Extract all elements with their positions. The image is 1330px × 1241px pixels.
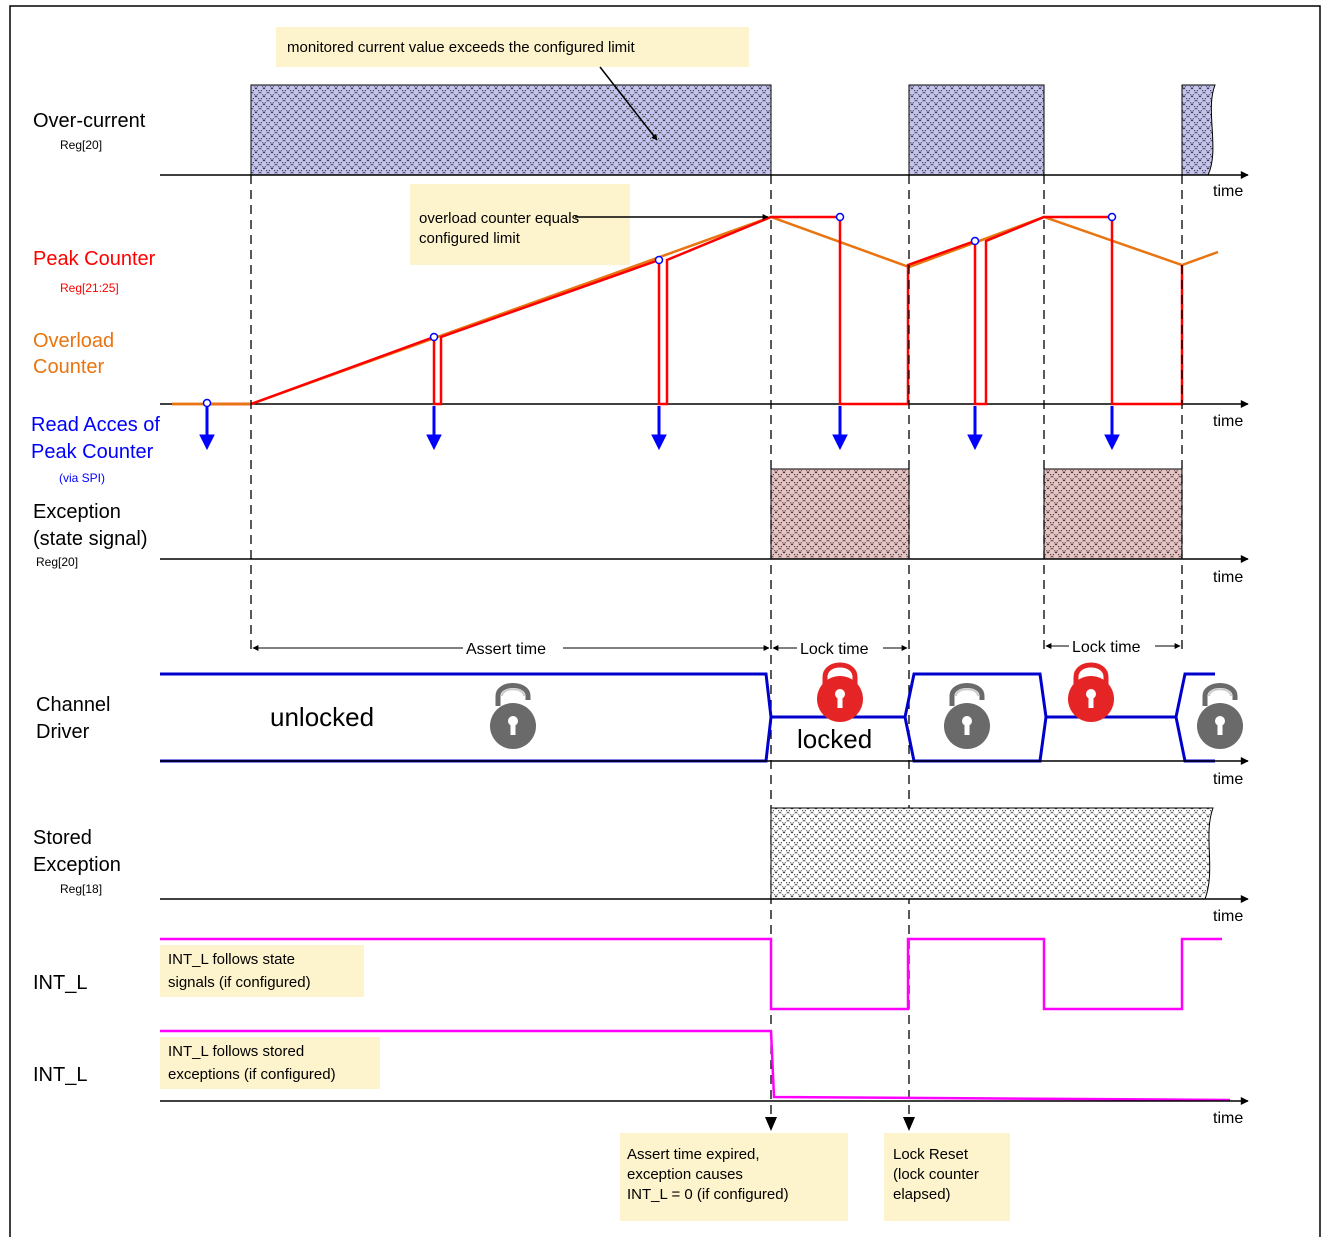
arrow-down-icon [1104, 406, 1120, 451]
state-unlocked: unlocked [270, 702, 374, 732]
read-access-label-2: Peak Counter [31, 441, 154, 463]
note-overcurrent-limit-bg [276, 27, 749, 67]
padlock-open-icon [490, 683, 536, 749]
exception-pulse-2 [1043, 468, 1183, 560]
note-int-state-1: INT_L follows state [168, 951, 295, 968]
peak-counter-label: Peak Counter [33, 248, 156, 270]
int-stored-signal [160, 1029, 1231, 1102]
assert-time-label-bg [463, 638, 563, 658]
padlock-open-icon [944, 683, 990, 749]
exception-label-2: (state signal) [33, 528, 148, 550]
note-lock-reset-3: elapsed) [893, 1186, 951, 1203]
note-assert-expired-1: Assert time expired, [627, 1146, 760, 1163]
note-assert-expired-2: exception causes [627, 1166, 743, 1183]
arrow-down-icon [832, 406, 848, 451]
exception-label-1: Exception [33, 501, 121, 523]
stored-exception-pulse [770, 807, 1214, 900]
read-point [429, 332, 439, 342]
read-point [202, 398, 212, 408]
channel-driver-label-1: Channel [36, 694, 111, 716]
int-state-label: INT_L [33, 972, 87, 994]
stored-exception-label-1: Stored [33, 827, 92, 849]
lock-reset-arrowhead [903, 1117, 915, 1131]
frame [9, 5, 1321, 1237]
state-locked: locked [797, 724, 872, 754]
note-overload-limit-bg [410, 184, 630, 265]
arrow-down-icon [651, 406, 667, 451]
overcurrent-pulse-1 [250, 84, 772, 176]
lock-time-label-2-bg [1069, 636, 1155, 656]
time-label-5: time [1213, 908, 1243, 925]
arrow-down-icon [967, 406, 983, 451]
time-label-2: time [1213, 413, 1243, 430]
time-label-6: time [1213, 1110, 1243, 1127]
note-int-state-bg [160, 945, 364, 997]
read-point [654, 255, 664, 265]
padlock-closed-icon [817, 662, 863, 722]
read-point [970, 236, 980, 246]
lock-time-label-2: Lock time [1072, 639, 1141, 656]
overcurrent-pulse-2 [908, 84, 1045, 176]
note-int-stored-bg [160, 1037, 380, 1089]
int-state-signal [160, 937, 1222, 1011]
note-assert-expired-3: INT_L = 0 (if configured) [627, 1186, 789, 1203]
lock-time-label-1-bg [797, 638, 883, 658]
note-assert-expired-bg [620, 1133, 848, 1221]
read-point [835, 212, 845, 222]
assert-time-label: Assert time [466, 641, 546, 658]
overload-counter-label-1: Overload [33, 330, 114, 352]
padlock-open-icon [1197, 683, 1243, 749]
time-markers [250, 175, 1183, 1125]
read-access-label-1: Read Acces of [31, 414, 160, 436]
note-lock-reset-bg [884, 1133, 1010, 1221]
padlock-closed-icon [1068, 662, 1114, 722]
note-int-stored-2: exceptions (if configured) [168, 1066, 336, 1083]
note-overcurrent-limit: monitored current value exceeds the conf… [287, 39, 636, 56]
exception-pulse-1 [770, 468, 910, 560]
lock-time-label-1: Lock time [800, 641, 869, 658]
note-overload-limit-2: configured limit [419, 230, 521, 247]
note-int-stored-1: INT_L follows stored [168, 1043, 304, 1060]
overcurrent-reg: Reg[20] [60, 138, 102, 152]
note-lock-reset-2: (lock counter [893, 1166, 979, 1183]
channel-driver-label-2: Driver [36, 721, 90, 743]
stored-exception-label-2: Exception [33, 854, 121, 876]
note-overload-limit-1: overload counter equals [419, 210, 579, 227]
exception-reg: Reg[20] [36, 555, 78, 569]
time-label-4: time [1213, 771, 1243, 788]
overcurrent-pulse-3 [1181, 84, 1216, 176]
stored-exception-reg: Reg[18] [60, 882, 102, 896]
peak-counter-line [208, 215, 1184, 406]
note-lock-reset-1: Lock Reset [893, 1146, 969, 1163]
arrow-down-icon [199, 406, 215, 451]
note-int-state-2: signals (if configured) [168, 974, 311, 991]
read-events [202, 212, 1117, 408]
overcurrent-label: Over-current [33, 110, 146, 132]
time-label-3: time [1213, 569, 1243, 586]
read-arrows [199, 406, 1120, 451]
time-label-1: time [1213, 183, 1243, 200]
peak-counter-reg: Reg[21:25] [60, 281, 119, 295]
note-overcurrent-arrow [599, 66, 658, 141]
int-stored-label: INT_L [33, 1064, 87, 1086]
read-point [1107, 212, 1117, 222]
assert-expired-arrowhead [765, 1117, 777, 1131]
overload-counter-label-2: Counter [33, 356, 104, 378]
arrow-down-icon [426, 406, 442, 451]
read-access-note: (via SPI) [59, 471, 105, 485]
